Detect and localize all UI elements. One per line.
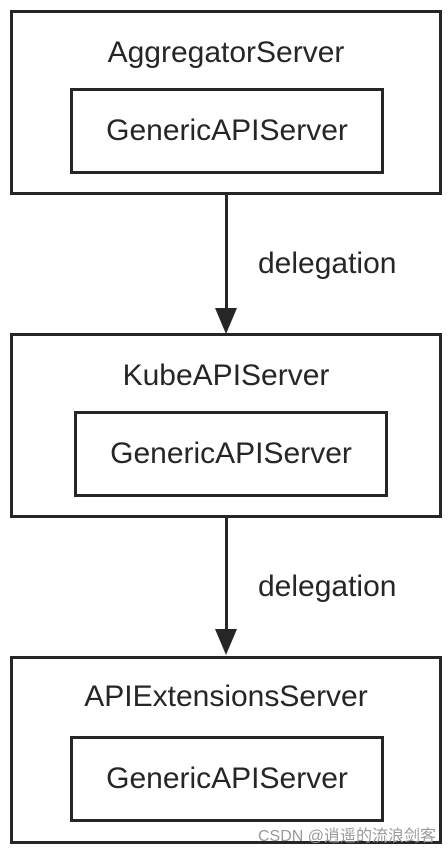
kube-api-server-box: KubeAPIServer GenericAPIServer (10, 333, 442, 518)
delegation-arrow-2-line (225, 518, 228, 631)
delegation-label-1: delegation (258, 247, 397, 280)
delegation-label-2: delegation (258, 570, 397, 603)
aggregator-server-box: AggregatorServer GenericAPIServer (10, 10, 442, 195)
kube-api-server-title: KubeAPIServer (122, 359, 330, 392)
api-extensions-server-title: APIExtensionsServer (84, 680, 368, 713)
aggregator-server-title: AggregatorServer (107, 36, 345, 69)
delegation-arrow-2-head (215, 629, 237, 655)
csdn-watermark: CSDN @逍遥的流浪剑客 (257, 828, 436, 845)
delegation-arrow-1-line (225, 195, 228, 310)
aggregator-generic-api-server-box: GenericAPIServer (70, 88, 384, 174)
aggregator-generic-api-server-label: GenericAPIServer (106, 114, 348, 147)
api-extensions-generic-api-server-box: GenericAPIServer (70, 736, 384, 822)
api-extensions-generic-api-server-label: GenericAPIServer (106, 762, 348, 795)
kube-generic-api-server-label: GenericAPIServer (110, 437, 352, 470)
kube-generic-api-server-box: GenericAPIServer (74, 411, 388, 497)
delegation-arrow-1-head (215, 308, 237, 334)
api-extensions-server-box: APIExtensionsServer GenericAPIServer (10, 656, 442, 844)
